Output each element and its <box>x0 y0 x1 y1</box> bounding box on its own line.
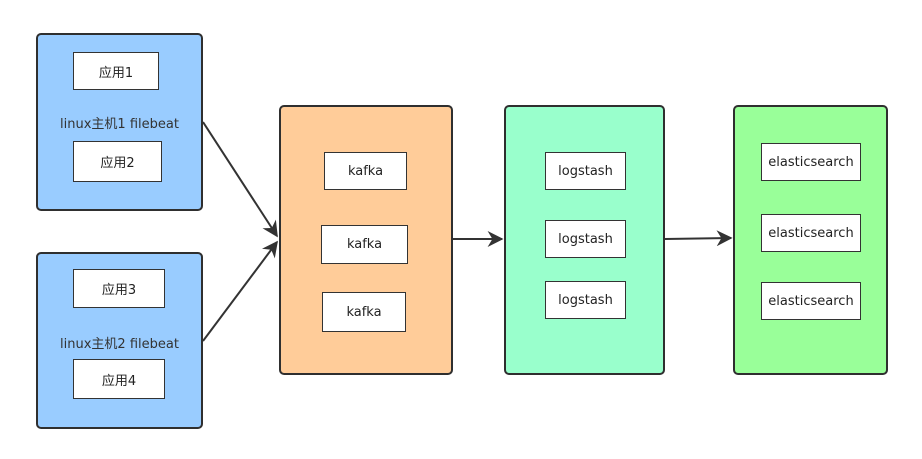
logstash-node-2: logstash <box>545 220 626 258</box>
app-4-box: 应用4 <box>73 359 165 399</box>
kafka-node-2: kafka <box>321 225 408 264</box>
elasticsearch-node-1: elasticsearch <box>761 143 861 181</box>
logstash-node-3: logstash <box>545 281 626 319</box>
host-2-caption: linux主机2 filebeat <box>60 337 179 352</box>
kafka-node-3: kafka <box>322 292 406 332</box>
logstash-node-1: logstash <box>545 152 626 190</box>
edge-host1-to-kafka <box>202 121 278 238</box>
app-1-box: 应用1 <box>73 52 159 90</box>
elasticsearch-node-2: elasticsearch <box>761 214 861 252</box>
app-3-box: 应用3 <box>73 269 165 308</box>
host-1-caption: linux主机1 filebeat <box>60 117 179 132</box>
edge-host2-to-kafka <box>202 240 278 342</box>
host-2-group <box>36 252 203 429</box>
kafka-node-1: kafka <box>324 152 407 190</box>
elasticsearch-node-3: elasticsearch <box>761 282 861 320</box>
edge-logstash-to-elasticsearch <box>664 230 733 247</box>
app-2-box: 应用2 <box>73 141 162 182</box>
